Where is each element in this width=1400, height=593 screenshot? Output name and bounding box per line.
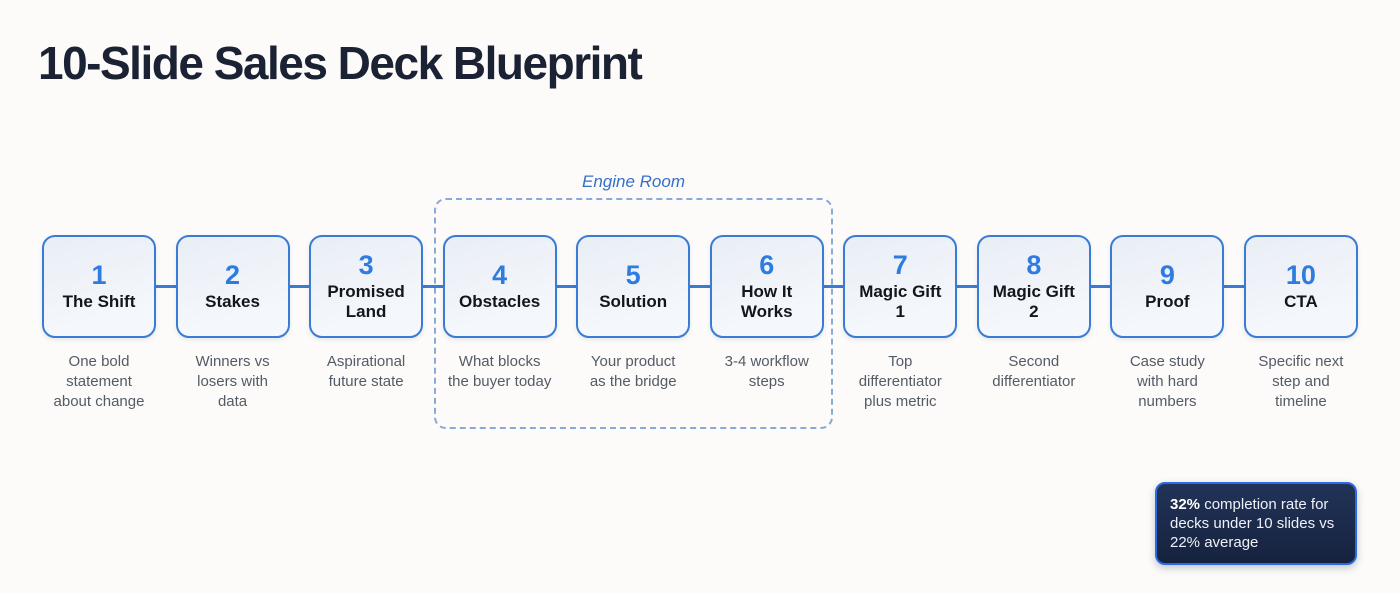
slide-number: 5 (625, 259, 641, 290)
slide-description: 3-4 workflow steps (724, 353, 809, 390)
slide-description: Top differentiator plus metric (858, 353, 942, 410)
flow-connector-line (99, 285, 1301, 288)
slide-title: The Shift (62, 292, 136, 312)
slide-number: 2 (225, 259, 241, 290)
slide-title: Magic Gift 2 (992, 282, 1075, 322)
slide-step: 1 The Shift One bold statement about cha… (42, 235, 156, 411)
slide-description: Second differentiator (992, 353, 1076, 390)
slides-row: 1 The Shift One bold statement about cha… (42, 235, 1358, 411)
slide-description: Winners vs losers with data (195, 353, 270, 410)
slide-number: 9 (1159, 259, 1175, 290)
slide-step: 3 Promised Land Aspirational future stat… (309, 235, 424, 411)
slide-number: 1 (91, 259, 107, 290)
slide-step: 8 Magic Gift 2 Second differentiator (976, 235, 1091, 411)
slide-card: 2 Stakes (175, 235, 290, 338)
slide-title: Promised Land (327, 282, 405, 322)
slide-description: Your product as the bridge (589, 353, 677, 390)
slide-title: Stakes (205, 292, 260, 312)
slide-title: Obstacles (459, 292, 541, 312)
slide-number: 4 (492, 259, 508, 290)
slide-number: 3 (358, 249, 374, 280)
stat-badge-highlight: 32% (1170, 496, 1201, 513)
engine-room-label: Engine Room (581, 172, 685, 191)
slide-card: 4 Obstacles (442, 235, 557, 338)
slide-step: 5 Solution Your product as the bridge (576, 235, 691, 411)
slide-title: How It Works (740, 282, 793, 322)
slide-number: 6 (759, 249, 775, 280)
slide-description: One bold statement about change (53, 353, 145, 410)
stat-badge: 32% completion rate for decks under 10 s… (1155, 482, 1357, 565)
slide-card: 3 Promised Land (309, 235, 424, 338)
slide-card: 1 The Shift (42, 235, 156, 338)
slide-step: 9 Proof Case study with hard numbers (1110, 235, 1225, 411)
slide-step: 10 CTA Specific next step and timeline (1243, 235, 1358, 411)
slide-step: 7 Magic Gift 1 Top differentiator plus m… (843, 235, 958, 411)
slide-card: 5 Solution (576, 235, 691, 338)
slide-description: Aspirational future state (326, 353, 406, 390)
slide-number: 10 (1285, 259, 1316, 290)
slide-card: 10 CTA (1243, 235, 1358, 338)
slide-number: 8 (1026, 249, 1042, 280)
slide-number: 7 (892, 249, 908, 280)
slide-title: Magic Gift 1 (859, 282, 942, 322)
stat-badge-text: completion rate for decks under 10 slide… (1170, 496, 1335, 551)
slide-step: 2 Stakes Winners vs losers with data (175, 235, 290, 411)
slide-card: 6 How It Works (709, 235, 824, 338)
slide-card: 9 Proof (1110, 235, 1225, 338)
slide-card: 7 Magic Gift 1 (843, 235, 958, 338)
slide-title: CTA (1284, 292, 1318, 312)
engine-room-outline (434, 198, 833, 429)
slide-description: Specific next step and timeline (1258, 353, 1344, 410)
slide-step: 6 How It Works 3-4 workflow steps (709, 235, 824, 411)
page-title: 10-Slide Sales Deck Blueprint (38, 37, 643, 89)
slide-title: Solution (599, 292, 668, 312)
slide-description: What blocks the buyer today (447, 353, 552, 390)
slide-description: Case study with hard numbers (1129, 353, 1205, 410)
slide-title: Proof (1145, 292, 1190, 312)
slide-card: 8 Magic Gift 2 (976, 235, 1091, 338)
slide-step: 4 Obstacles What blocks the buyer today (442, 235, 557, 411)
